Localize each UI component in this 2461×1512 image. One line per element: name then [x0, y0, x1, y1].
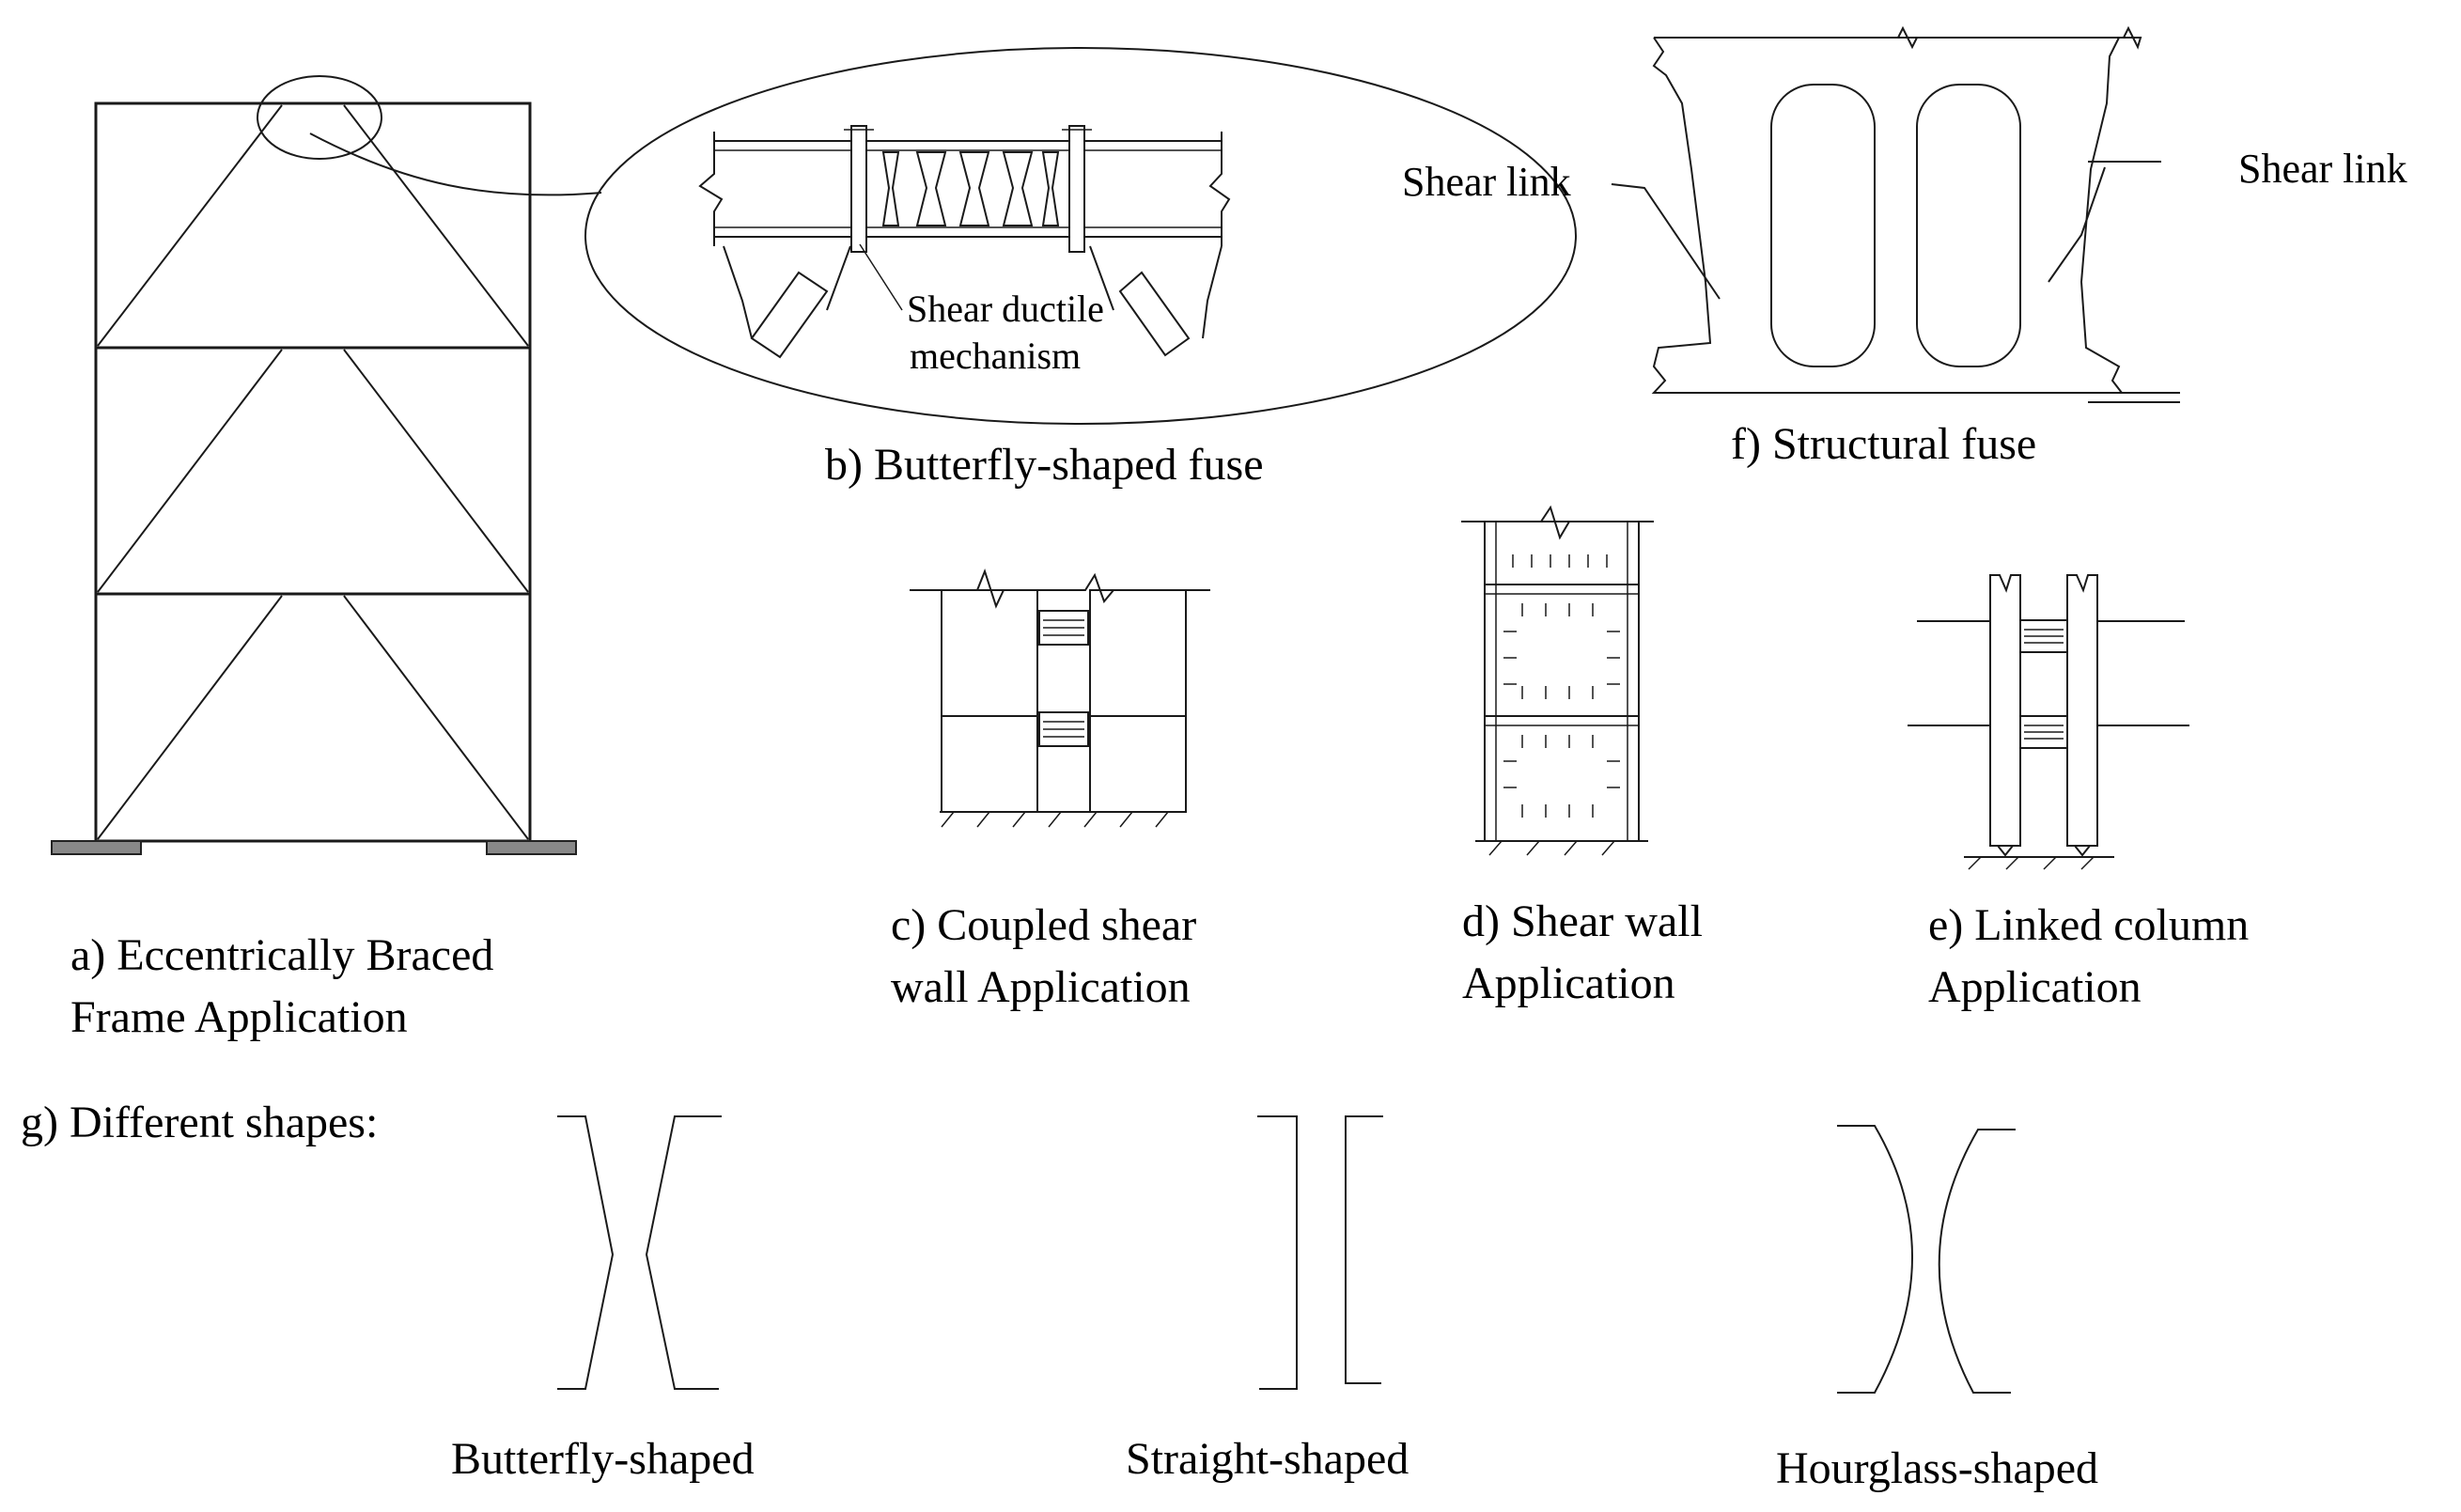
caption-a-line-2: Frame Application [70, 992, 408, 1042]
caption-d-line-1: d) Shear wall [1462, 896, 1703, 946]
straight-shape [1257, 1115, 1383, 1390]
shapes-heading: g) Different shapes: [21, 1098, 378, 1147]
brace-right-member [1118, 271, 1191, 357]
callout-line-1: Shear ductile [907, 288, 1104, 330]
brace-right [1089, 245, 1223, 339]
ground-hatch [941, 811, 1169, 828]
shear-wall: d) Shear wall Application [1461, 505, 1703, 1008]
support-left [51, 840, 142, 855]
caption-e-line-1: e) Linked column [1928, 900, 2249, 950]
linked-column: e) Linked column Application [1908, 574, 2249, 1012]
column-right [2066, 574, 2098, 847]
caption-f: f) Structural fuse [1731, 419, 2036, 469]
support-right [486, 840, 577, 855]
detail-leader-line [309, 132, 602, 196]
detail-highlight-ellipse [257, 75, 382, 160]
opening-2 [1916, 84, 2021, 367]
label-shear-link-left: Shear link [1402, 159, 1571, 205]
butterfly-links [881, 151, 1060, 226]
caption-a-line-1: a) Eccentrically Braced [70, 930, 493, 980]
shape-label-hourglass: Hourglass-shaped [1776, 1443, 2098, 1493]
caption-d-line-2: Application [1462, 959, 1675, 1008]
eccentrically-braced-frame [51, 75, 602, 855]
butterfly-fuse-detail: Shear ductile mechanism b) Butterfly-sha… [584, 47, 1577, 490]
end-plate-right [1068, 125, 1085, 253]
shape-label-butterfly: Butterfly-shaped [451, 1434, 755, 1484]
caption-b: b) Butterfly-shaped fuse [825, 440, 1264, 490]
hourglass-shape [1837, 1125, 2016, 1394]
structural-fuse: Shear link Shear link f) Structural fuse [1402, 25, 2407, 469]
caption-c-line-1: c) Coupled shear [891, 900, 1196, 950]
frame-outline [94, 101, 532, 843]
wall-top [910, 569, 1210, 609]
plate-outline [1651, 25, 2180, 394]
brace-middle-story [97, 349, 529, 593]
detail-ellipse [584, 47, 1577, 425]
leader-right [2048, 166, 2106, 283]
pin-supports [1997, 845, 2091, 857]
break-left [698, 132, 724, 246]
brace-bottom-story [97, 595, 529, 840]
wall-outline [1484, 521, 1640, 842]
wall-left [941, 589, 1038, 813]
different-shapes: g) Different shapes: Butterfly-shaped St… [21, 1098, 2098, 1493]
butterfly-shape [557, 1115, 722, 1390]
end-plate-left [850, 125, 867, 253]
coupled-shear-wall: c) Coupled shear wall Application [891, 569, 1210, 1012]
break-right [1208, 132, 1231, 246]
callout-line-2: mechanism [910, 335, 1081, 377]
brace-left [723, 245, 851, 339]
wall-right [1089, 589, 1187, 813]
callout-leader [859, 243, 903, 311]
shape-label-straight: Straight-shaped [1126, 1434, 1409, 1484]
column-left [1989, 574, 2021, 847]
opening-1 [1770, 84, 1876, 367]
fuse-ticks [1503, 554, 1620, 818]
caption-e-line-2: Application [1928, 962, 2142, 1012]
brace-left-member [750, 271, 829, 359]
label-shear-link-right: Shear link [2238, 146, 2407, 192]
caption-c-line-2: wall Application [891, 962, 1191, 1012]
brace-top-story [97, 104, 529, 347]
plate-top-edge [1654, 25, 2119, 50]
leader-left [1611, 183, 1721, 300]
